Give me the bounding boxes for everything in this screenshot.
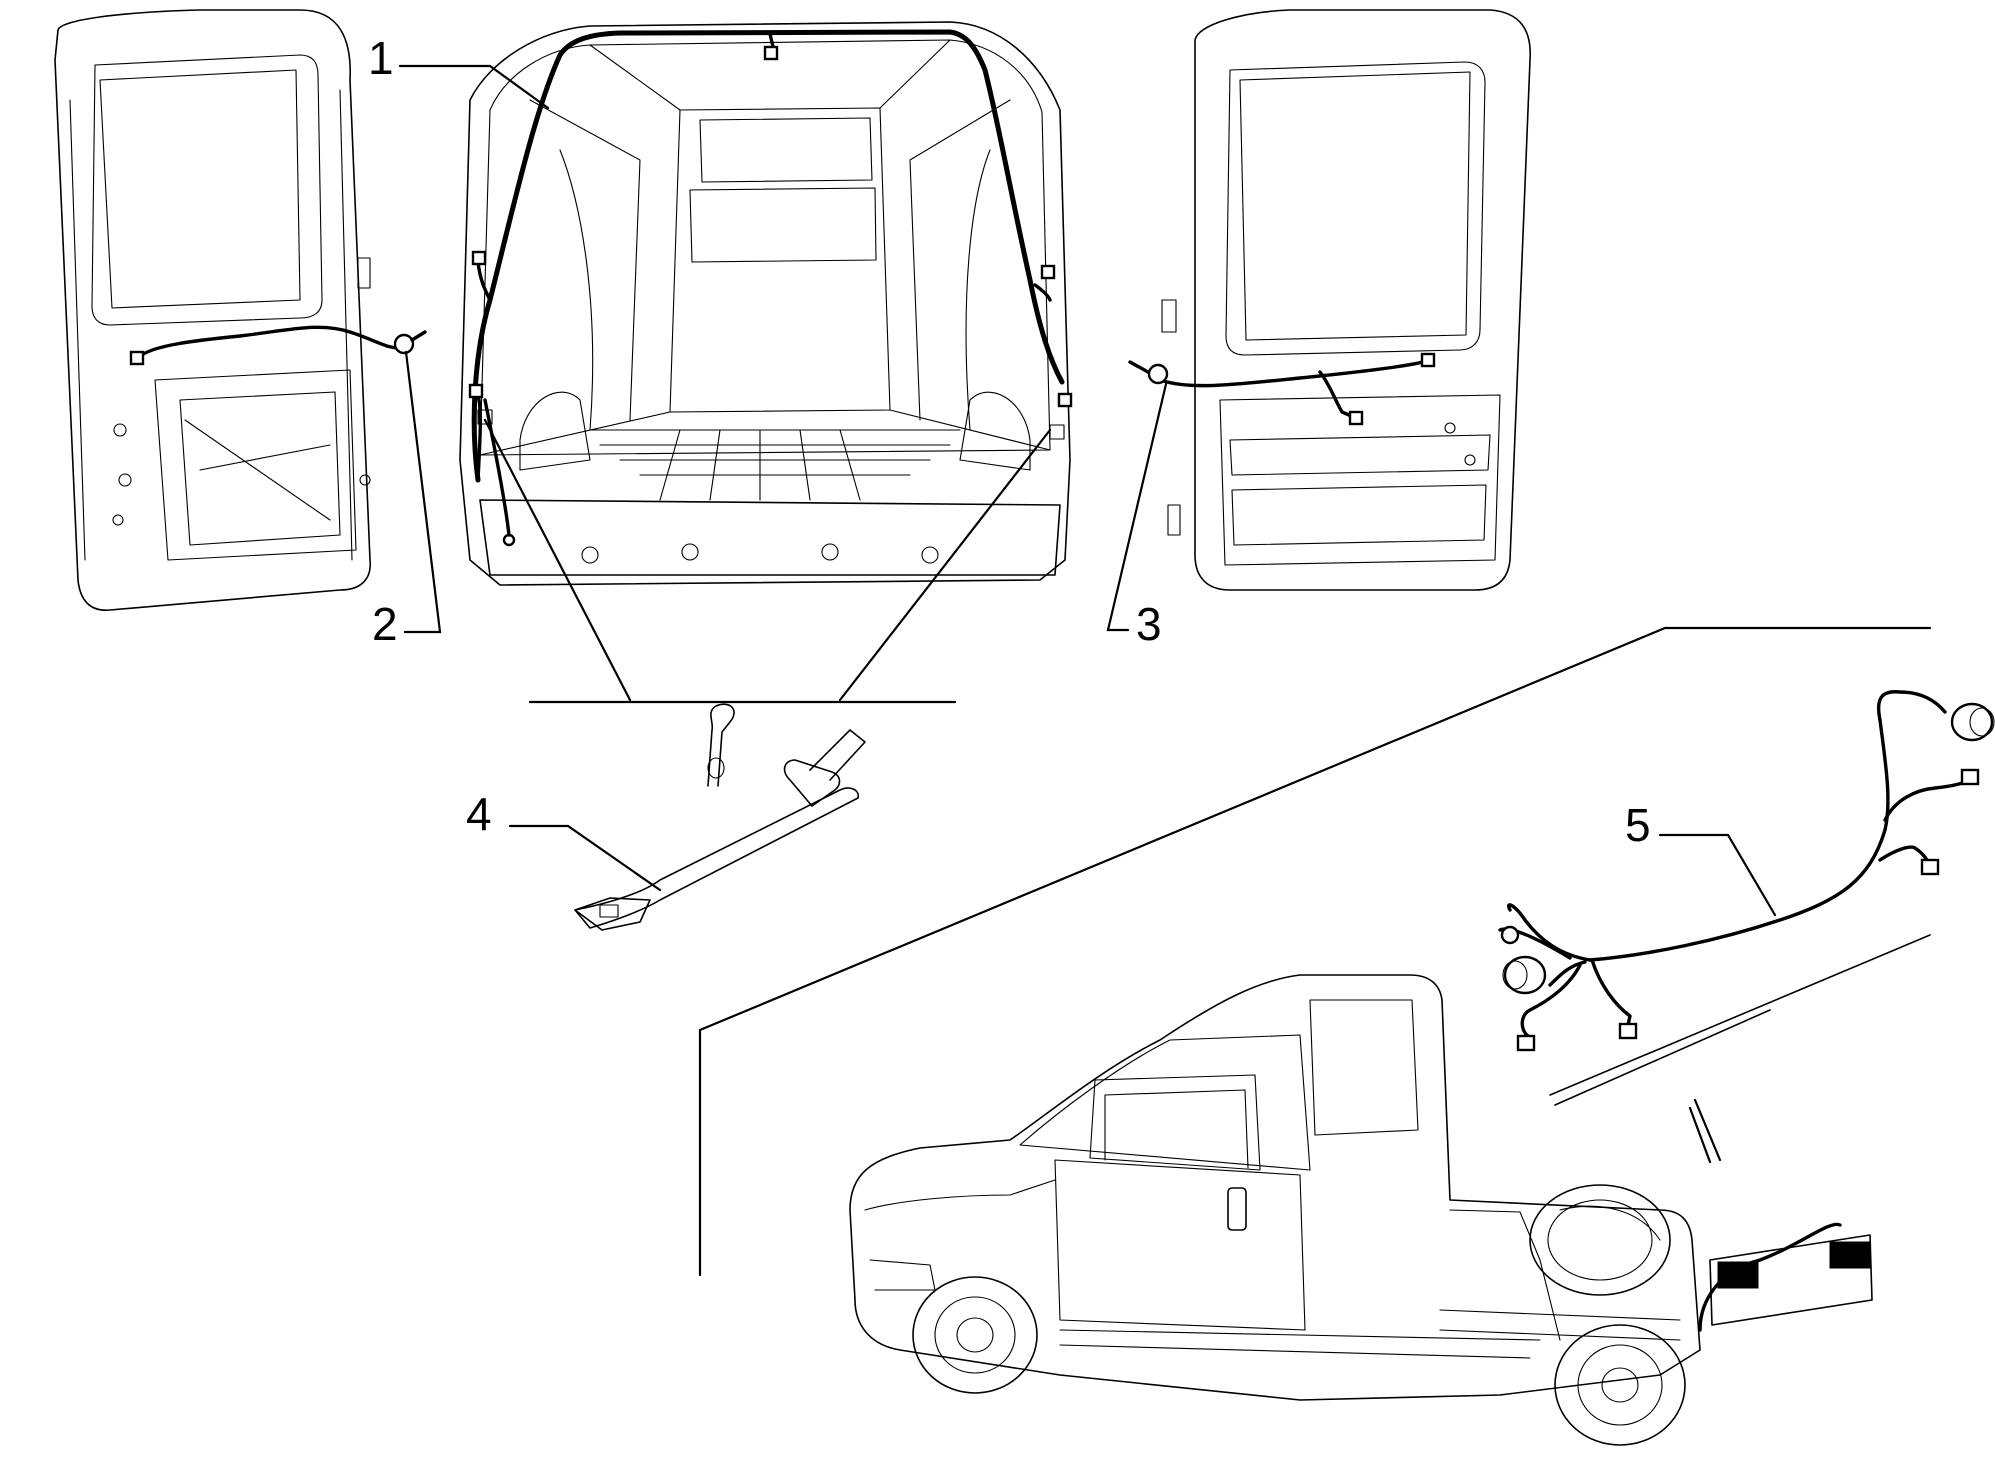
left-rear-door: 2: [54, 9, 442, 650]
callout-2: 2: [372, 598, 398, 650]
detail-separator: [698, 626, 1932, 1277]
callout-4: 4: [466, 788, 492, 840]
callout-3: 3: [1136, 598, 1162, 650]
callout-1: 1: [368, 32, 394, 84]
detail-4-ground-strap: 4: [466, 418, 1052, 931]
pickup-truck: [849, 934, 1931, 1446]
van-rear-body: 1: [368, 21, 1073, 586]
detail-5-harness: 5: [1498, 690, 1995, 1052]
callout-5: 5: [1625, 799, 1651, 851]
right-rear-door: 3: [1106, 9, 1531, 650]
